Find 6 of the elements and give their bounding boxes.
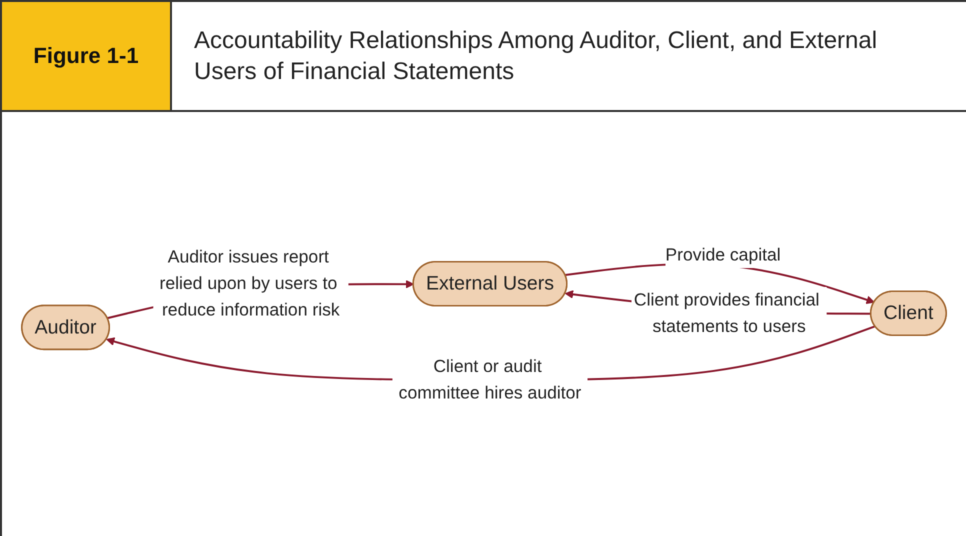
edge-label: Provide capital bbox=[665, 244, 781, 264]
edge-label: Auditor issues report relied upon by users to reduce information risk bbox=[159, 247, 340, 320]
edge-label: Client or audit committee hires auditor bbox=[398, 356, 582, 402]
figure-title: Accountability Relationships Among Auditor, Client, and External Users of Financial Statements bbox=[194, 26, 878, 87]
figure-number: Figure 1-1 bbox=[33, 43, 139, 69]
edge-label: Client provides financial statements to users bbox=[634, 290, 820, 336]
